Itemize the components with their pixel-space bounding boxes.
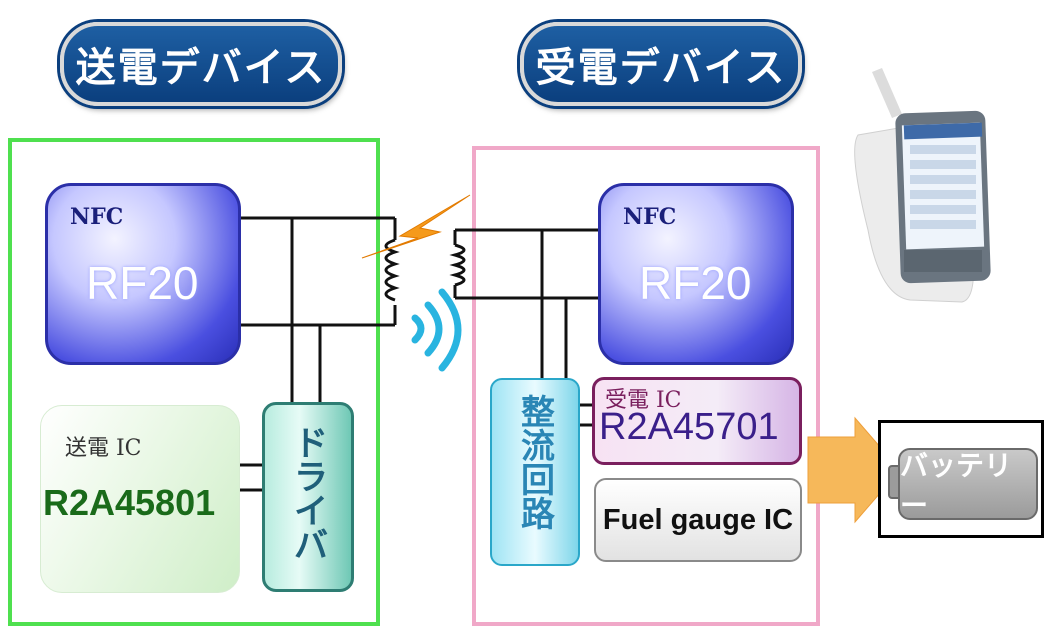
wireless-waves-icon [411, 288, 462, 372]
transmitter-title-text: 送電デバイス [75, 45, 327, 91]
receiver-nfc-block: NFC RF20 [598, 183, 794, 365]
receiver-coil-icon [449, 243, 466, 287]
transmitter-ic-block: 送電 IC R2A45801 [40, 405, 240, 593]
receiver-nfc-label: NFC [623, 204, 677, 230]
receiver-rf-label: RF20 [639, 257, 752, 309]
transmitter-title: 送電デバイス [60, 22, 342, 106]
battery-label: バッテリー [900, 449, 1013, 522]
receiver-ic-label: 受電 IC [605, 388, 682, 413]
rectifier-block: 整流回路 [490, 378, 580, 566]
receiver-title: 受電デバイス [520, 22, 802, 106]
transmitter-rf-label: RF20 [86, 257, 199, 309]
lightning-icon [361, 194, 471, 259]
receiver-title-text: 受電デバイス [535, 45, 787, 91]
transmitter-nfc-block: NFC RF20 [45, 183, 241, 365]
transmitter-region [8, 138, 380, 626]
transmitter-coil-icon [384, 238, 400, 302]
smartphone-icon [854, 68, 991, 303]
driver-label: ドライバ [294, 424, 328, 566]
arrow-right-icon [807, 416, 901, 524]
battery-block: バッテリー [898, 448, 1038, 522]
transmitter-nfc-label: NFC [70, 204, 124, 230]
rectifier-label: 整流回路 [521, 393, 555, 535]
receiver-ic-part: R2A45701 [599, 406, 779, 448]
receiver-ic-block: 受電 IC R2A45701 [592, 377, 802, 465]
fuel-gauge-block: Fuel gauge IC [594, 478, 802, 562]
fuel-gauge-label: Fuel gauge IC [602, 503, 794, 536]
receiver-region [472, 146, 820, 626]
driver-block: ドライバ [262, 402, 354, 592]
transmitter-ic-part: R2A45801 [43, 482, 216, 523]
transmitter-ic-label: 送電 IC [65, 436, 142, 461]
